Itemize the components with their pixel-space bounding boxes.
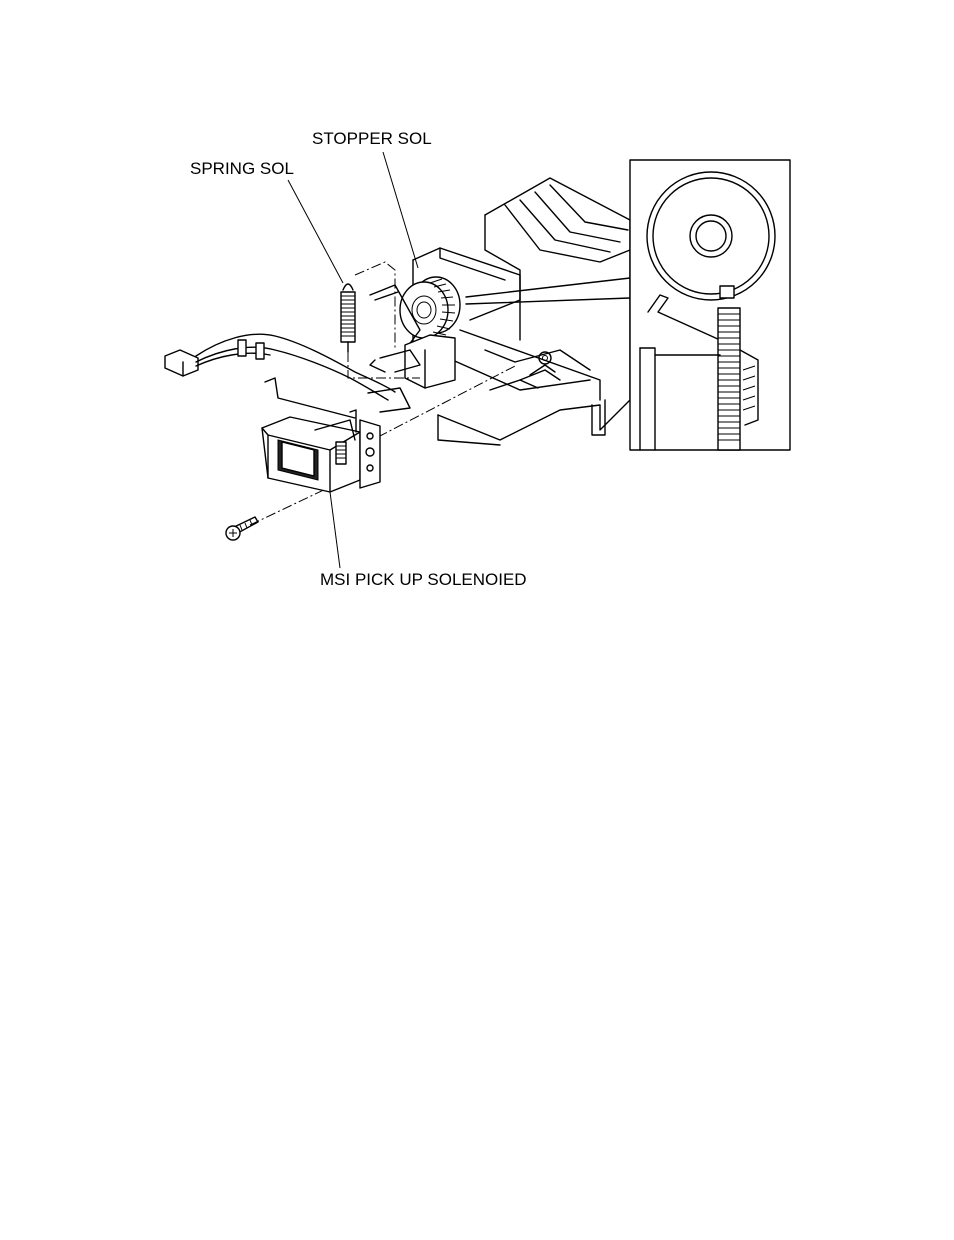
stopper-sol-leader — [383, 152, 418, 268]
spring-sol-leader — [288, 180, 343, 283]
stopper-sol-label: STOPPER SOL — [312, 130, 432, 147]
pickup-roller — [370, 277, 460, 388]
spring — [341, 284, 355, 352]
solenoid-leader — [330, 492, 340, 568]
msi-pick-up-solenoid-label: MSI PICK UP SOLENOIED — [320, 571, 527, 588]
detail-pointer-upper — [466, 278, 630, 297]
detail-inset — [630, 160, 790, 450]
detail-pointer-lower — [466, 298, 630, 304]
msi-pickup-solenoid — [262, 378, 380, 492]
screw — [226, 517, 258, 540]
spring-sol-label: SPRING SOL — [190, 160, 294, 177]
alignment-lines — [250, 262, 515, 525]
